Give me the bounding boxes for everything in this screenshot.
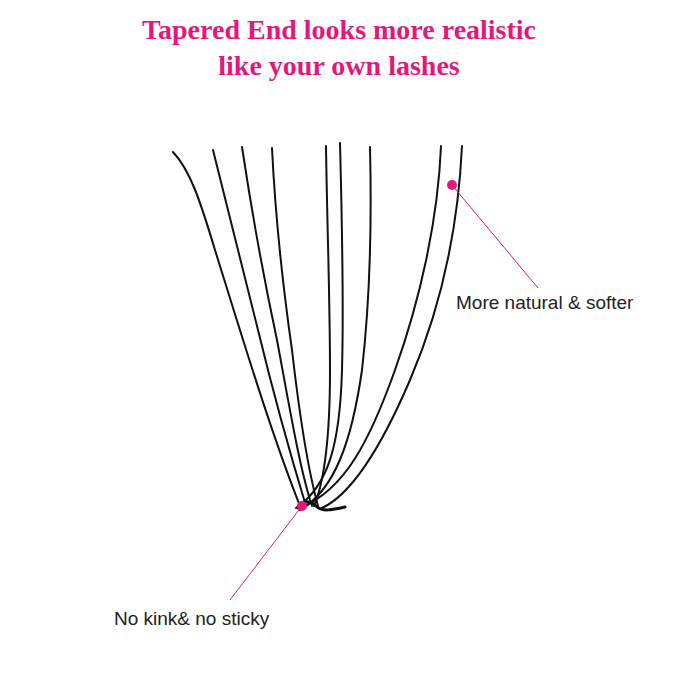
callout-label: No kink& no sticky [114, 608, 269, 630]
callout-label: More natural & softer [456, 292, 633, 314]
title-heading: Tapered End looks more realistic like yo… [129, 12, 549, 84]
